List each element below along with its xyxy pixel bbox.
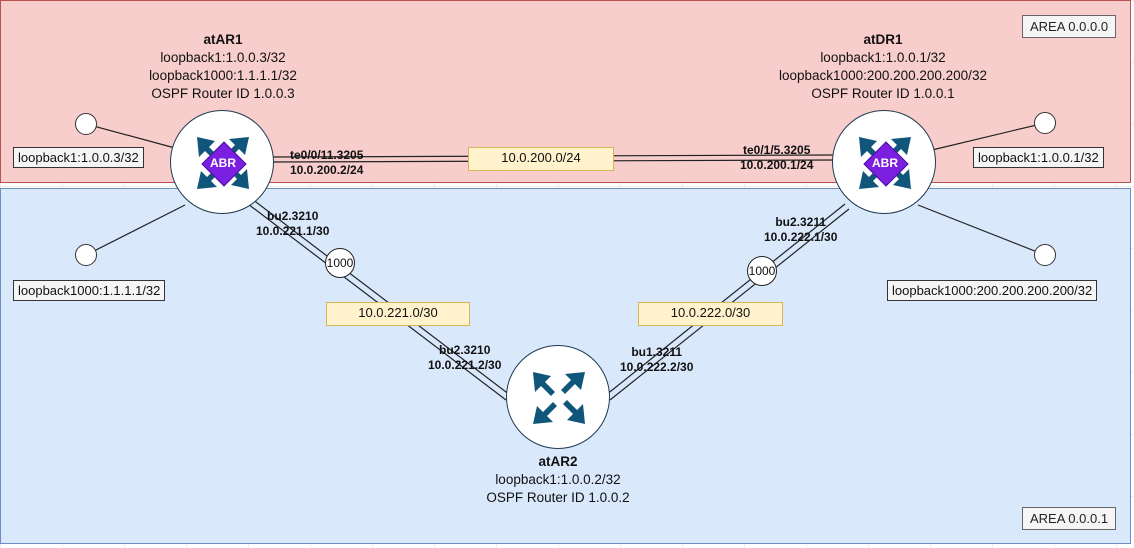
ar1-lo1000-endpoint: [75, 244, 97, 266]
cost-ar1-ar2: 1000: [325, 248, 355, 278]
dr1-bu-ip: 10.0.222.1/30: [764, 230, 838, 244]
subnet-backbone: 10.0.200.0/24: [468, 147, 614, 171]
area-backbone-label: AREA 0.0.0.0: [1022, 15, 1117, 38]
ar1-abr-badge: ABR: [210, 156, 236, 170]
dr1-te-ip: 10.0.200.1/24: [740, 158, 814, 172]
ar1-bu-interface: bu2.3210 10.0.221.1/30: [256, 209, 329, 239]
dr1-lo1-line: [931, 122, 1046, 151]
dr1-lo1000-line: [917, 204, 1046, 256]
ar1-ar2-link-line-a: [251, 198, 511, 396]
ar1-line-1: loopback1:1.0.0.3/32: [160, 50, 286, 65]
ar1-name: atAR1: [203, 32, 243, 47]
router-atAR2[interactable]: [506, 345, 610, 449]
dr1-lo1-endpoint: [1034, 112, 1056, 134]
ar2-bu-left-name: bu2.3210: [439, 343, 491, 357]
ar2-bu-left-ip: 10.0.221.2/30: [428, 358, 502, 372]
dr1-ar2-link-line-a: [605, 203, 846, 396]
ar1-loopback1-label: loopback1:1.0.0.3/32: [13, 147, 144, 168]
subnet-ar1-ar2: 10.0.221.0/30: [326, 302, 470, 326]
dr1-info: atDR1 loopback1:1.0.0.1/32 loopback1000:…: [763, 31, 1003, 103]
ar2-bu-right-ip: 10.0.222.2/30: [620, 360, 694, 374]
ar1-loopback1000-label: loopback1000:1.1.1.1/32: [13, 280, 166, 301]
ar2-line-1: loopback1:1.0.0.2/32: [495, 472, 621, 487]
dr1-te-name: te0/1/5.3205: [743, 143, 811, 157]
ar1-te-name: te0/0/11.3205: [290, 148, 364, 162]
ar2-name: atAR2: [538, 454, 578, 469]
ar1-line-3: OSPF Router ID 1.0.0.3: [151, 86, 295, 101]
router-atAR1[interactable]: ABR: [170, 110, 274, 214]
dr1-bu-name: bu2.3211: [775, 215, 827, 229]
area-0001-label: AREA 0.0.0.1: [1022, 507, 1117, 530]
ar1-te-ip: 10.0.200.2/24: [290, 163, 364, 177]
dr1-line-1: loopback1:1.0.0.1/32: [820, 50, 946, 65]
ar1-lo1000-line: [85, 204, 186, 256]
ar1-bu-name: bu2.3210: [267, 209, 319, 223]
dr1-lo1000-endpoint: [1034, 244, 1056, 266]
ar1-lo1-endpoint: [75, 113, 97, 135]
ar1-te-interface: te0/0/11.3205 10.0.200.2/24: [290, 148, 363, 178]
dr1-line-2: loopback1000:200.200.200.200/32: [779, 68, 987, 83]
dr1-loopback1-label: loopback1:1.0.0.1/32: [973, 147, 1104, 168]
dr1-abr-badge: ABR: [872, 156, 898, 170]
ar2-bu-right-interface: bu1.3211 10.0.222.2/30: [620, 345, 693, 375]
dr1-line-3: OSPF Router ID 1.0.0.1: [811, 86, 955, 101]
ar2-info: atAR2 loopback1:1.0.0.2/32 OSPF Router I…: [468, 453, 648, 507]
dr1-bu-interface: bu2.3211 10.0.222.1/30: [764, 215, 837, 245]
ar1-lo1-line: [85, 123, 176, 149]
dr1-loopback1000-label: loopback1000:200.200.200.200/32: [887, 280, 1098, 301]
ar2-line-2: OSPF Router ID 1.0.0.2: [486, 490, 630, 505]
dr1-te-interface: te0/1/5.3205 10.0.200.1/24: [740, 143, 813, 173]
subnet-dr1-ar2: 10.0.222.0/30: [638, 302, 783, 326]
ar1-bu-ip: 10.0.221.1/30: [256, 224, 330, 238]
ar1-line-2: loopback1000:1.1.1.1/32: [149, 68, 297, 83]
ar2-bu-left-interface: bu2.3210 10.0.221.2/30: [428, 343, 501, 373]
cost-dr1-ar2: 1000: [747, 256, 777, 286]
router-atDR1[interactable]: ABR: [832, 110, 936, 214]
dr1-name: atDR1: [863, 32, 903, 47]
ar2-bu-right-name: bu1.3211: [631, 345, 683, 359]
ar1-info: atAR1 loopback1:1.0.0.3/32 loopback1000:…: [138, 31, 308, 103]
router-icon: [533, 372, 585, 424]
